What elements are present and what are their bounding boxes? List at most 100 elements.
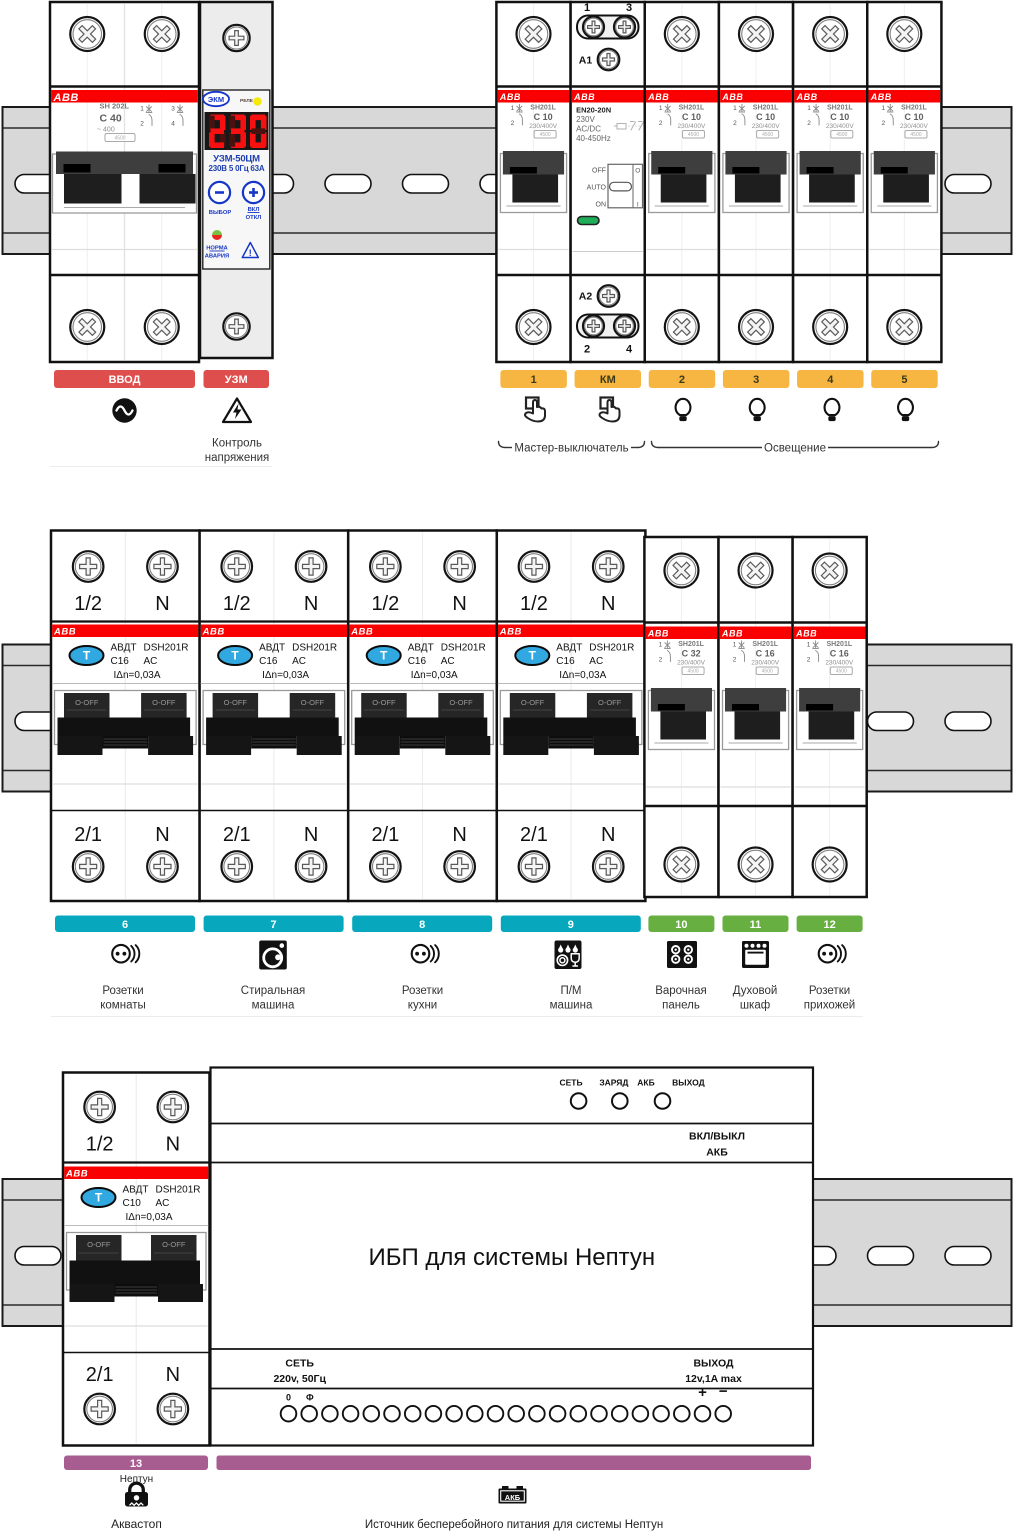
svg-text:ИБП для системы Нептун: ИБП для системы Нептун — [368, 1244, 655, 1271]
svg-text:УЗМ: УЗМ — [225, 374, 248, 386]
svg-text:ВВОД: ВВОД — [109, 374, 141, 386]
svg-text:230V: 230V — [576, 115, 595, 124]
svg-text:4500: 4500 — [836, 669, 847, 675]
svg-text:ABB: ABB — [795, 628, 817, 638]
svg-text:2/1: 2/1 — [371, 824, 399, 846]
svg-text:230В 5 0Гц 63А: 230В 5 0Гц 63А — [208, 164, 264, 173]
svg-text:SH201L: SH201L — [753, 105, 779, 112]
svg-text:прихожей: прихожей — [804, 1000, 855, 1012]
svg-text:Розетки: Розетки — [809, 985, 850, 997]
svg-text:5: 5 — [901, 374, 907, 386]
svg-text:12v,1A max: 12v,1A max — [685, 1373, 742, 1385]
svg-text:O-OFF: O-OFF — [449, 698, 473, 707]
svg-text:C16: C16 — [556, 656, 575, 667]
svg-text:АКБ: АКБ — [706, 1147, 728, 1159]
svg-text:40-450Hz: 40-450Hz — [576, 134, 611, 143]
svg-text:ЗАРЯД: ЗАРЯД — [599, 1078, 628, 1088]
svg-text:ABB: ABB — [65, 1169, 88, 1180]
svg-text:2: 2 — [584, 344, 590, 356]
svg-text:O-OFF: O-OFF — [224, 698, 248, 707]
svg-text:ВЫХОД: ВЫХОД — [672, 1078, 704, 1088]
svg-text:1: 1 — [733, 105, 737, 112]
svg-text:кухни: кухни — [408, 1000, 437, 1012]
svg-text:DSH201R: DSH201R — [144, 643, 189, 654]
svg-text:T: T — [380, 649, 388, 663]
svg-text:230/400V: 230/400V — [529, 123, 557, 130]
svg-text:1: 1 — [733, 642, 737, 649]
svg-text:N: N — [304, 824, 318, 846]
svg-text:C 10: C 10 — [682, 112, 701, 122]
svg-text:DSH201R: DSH201R — [156, 1185, 201, 1196]
svg-text:230/400V: 230/400V — [678, 123, 706, 130]
svg-text:ВКЛ: ВКЛ — [248, 207, 260, 213]
svg-text:6: 6 — [122, 919, 128, 931]
svg-text:4: 4 — [827, 374, 834, 386]
svg-text:1: 1 — [807, 105, 811, 112]
svg-text:Ф: Ф — [306, 1393, 314, 1403]
svg-text:+: + — [698, 1384, 707, 1401]
svg-text:1: 1 — [584, 2, 590, 14]
svg-text:2/1: 2/1 — [86, 1364, 114, 1386]
svg-text:ВЫХОД: ВЫХОД — [693, 1358, 734, 1370]
svg-text:2: 2 — [679, 374, 685, 386]
svg-text:4: 4 — [171, 121, 175, 128]
svg-text:11: 11 — [750, 919, 762, 931]
svg-text:1: 1 — [881, 105, 885, 112]
svg-text:1/2: 1/2 — [74, 593, 102, 615]
svg-text:8: 8 — [419, 919, 425, 931]
svg-text:IΔn=0,03A: IΔn=0,03A — [411, 670, 458, 681]
svg-text:2/1: 2/1 — [74, 824, 102, 846]
svg-text:ABB: ABB — [499, 627, 522, 638]
svg-text:ОТКЛ: ОТКЛ — [246, 215, 262, 221]
svg-text:~ 400: ~ 400 — [97, 127, 115, 134]
svg-text:AC: AC — [589, 656, 603, 667]
svg-text:N: N — [166, 1134, 180, 1156]
svg-text:O: O — [635, 168, 640, 175]
svg-text:4500: 4500 — [762, 132, 773, 138]
svg-text:A1: A1 — [579, 55, 593, 67]
svg-text:ВЫБОР: ВЫБОР — [209, 210, 232, 216]
svg-text:ABB: ABB — [647, 92, 669, 102]
svg-text:ABB: ABB — [870, 92, 892, 102]
svg-text:C 16: C 16 — [830, 649, 849, 659]
svg-text:2: 2 — [807, 657, 811, 664]
svg-text:СЕТЬ: СЕТЬ — [559, 1078, 582, 1088]
svg-text:СЕТЬ: СЕТЬ — [285, 1358, 314, 1370]
svg-text:O-OFF: O-OFF — [521, 698, 545, 707]
svg-text:DSH201R: DSH201R — [441, 643, 486, 654]
svg-text:7: 7 — [271, 919, 277, 931]
svg-text:4500: 4500 — [688, 669, 699, 675]
svg-text:Варочная: Варочная — [655, 985, 707, 997]
svg-text:Аквастоп: Аквастоп — [111, 1517, 162, 1531]
svg-text:DSH201R: DSH201R — [292, 643, 337, 654]
svg-text:O-OFF: O-OFF — [75, 698, 99, 707]
svg-text:ABB: ABB — [796, 92, 818, 102]
svg-text:SH 202L: SH 202L — [100, 102, 130, 111]
svg-text:AC: AC — [441, 656, 455, 667]
svg-text:T: T — [231, 649, 239, 663]
svg-text:1: 1 — [807, 642, 811, 649]
svg-text:АКБ: АКБ — [505, 1493, 521, 1502]
svg-text:НОРМА: НОРМА — [206, 246, 228, 252]
svg-text:IΔn=0,03A: IΔn=0,03A — [559, 670, 606, 681]
svg-text:напряжения: напряжения — [205, 452, 270, 464]
svg-text:IΔn=0,03A: IΔn=0,03A — [114, 670, 161, 681]
svg-text:!: ! — [249, 248, 252, 258]
svg-text:П/М: П/М — [560, 985, 581, 997]
svg-text:АВДТ: АВДТ — [408, 643, 434, 654]
svg-text:220v, 50Гц: 220v, 50Гц — [273, 1373, 326, 1385]
svg-text:2: 2 — [733, 120, 737, 127]
svg-text:AUTO: AUTO — [587, 185, 607, 192]
svg-text:1: 1 — [511, 105, 515, 112]
svg-text:O-OFF: O-OFF — [372, 698, 396, 707]
svg-text:1/2: 1/2 — [86, 1134, 114, 1156]
svg-text:0: 0 — [286, 1393, 291, 1403]
svg-text:УЗМ-50ЦМ: УЗМ-50ЦМ — [213, 154, 260, 165]
svg-text:ВКЛ/ВЫКЛ: ВКЛ/ВЫКЛ — [689, 1131, 745, 1143]
svg-text:SH201L: SH201L — [678, 641, 704, 648]
svg-text:машина: машина — [550, 1000, 593, 1012]
svg-text:230/400V: 230/400V — [826, 123, 854, 130]
svg-text:1/2: 1/2 — [520, 593, 548, 615]
svg-text:ЭКМ: ЭКМ — [208, 95, 224, 104]
svg-text:IΔn=0,03A: IΔn=0,03A — [262, 670, 309, 681]
